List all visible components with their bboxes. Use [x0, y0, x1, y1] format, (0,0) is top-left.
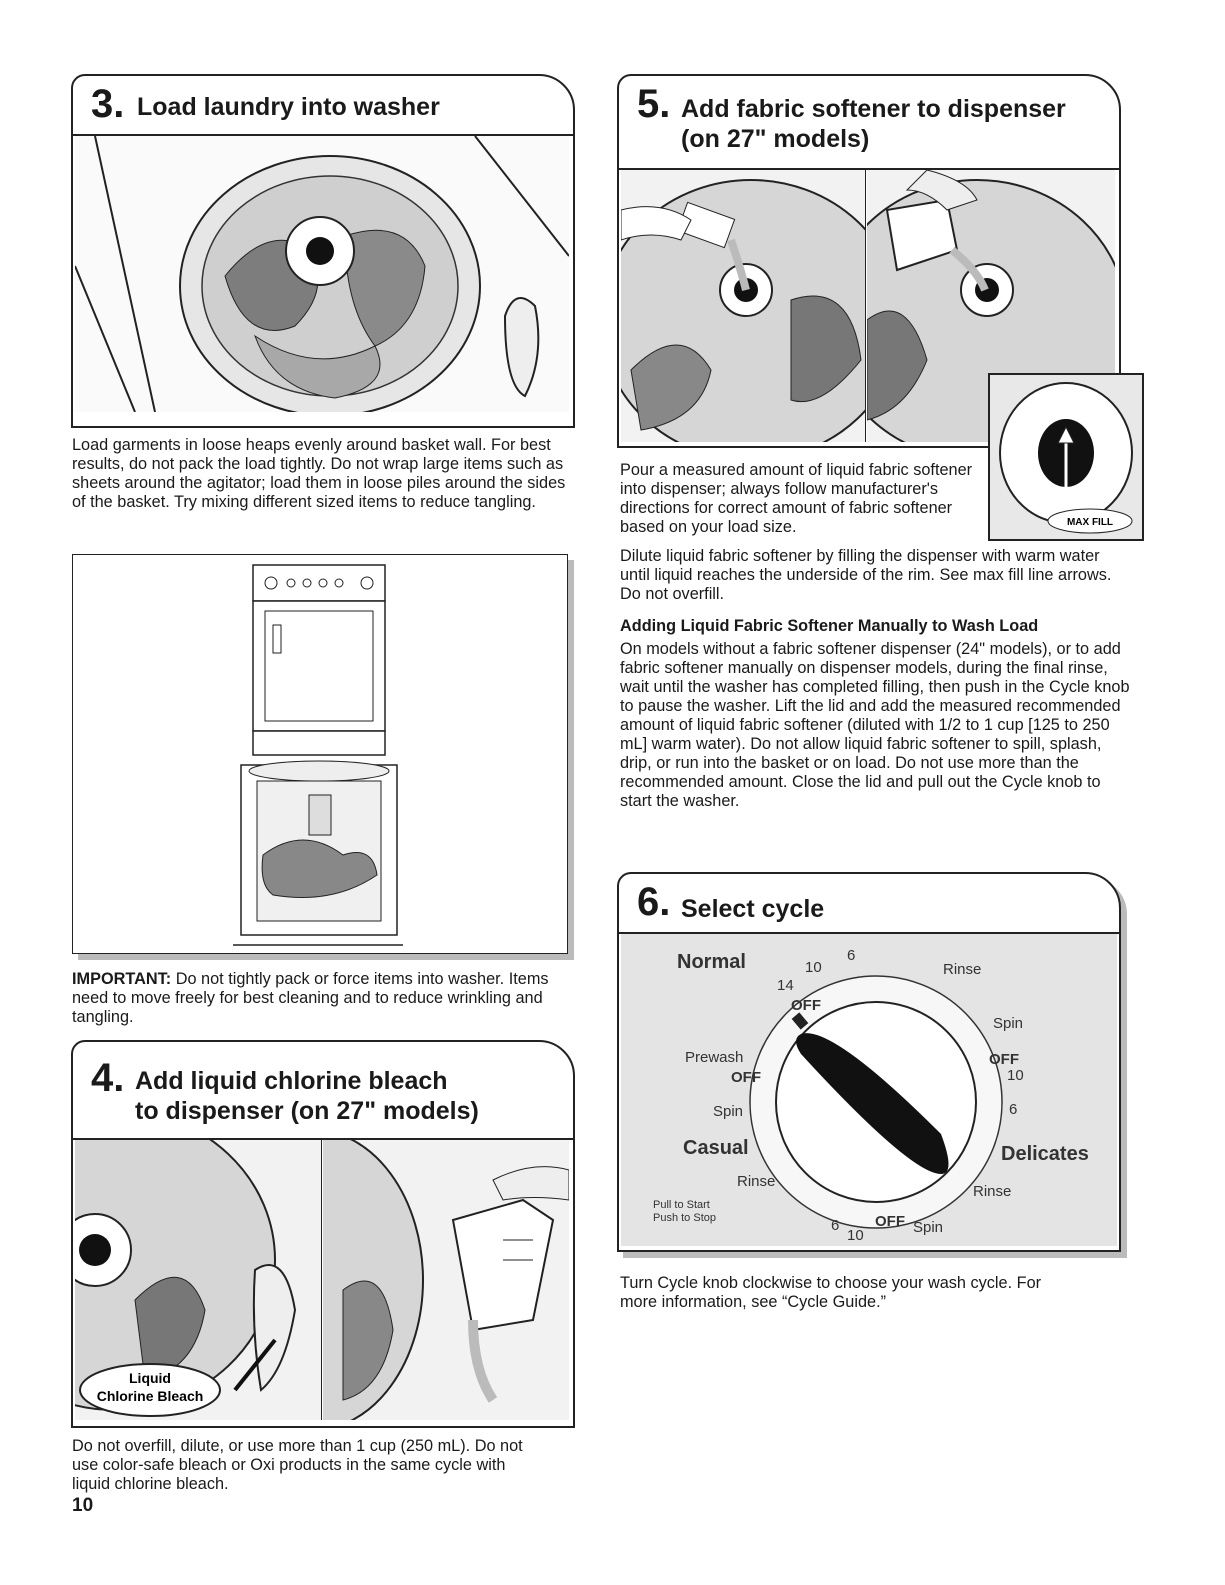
dial-spin-bottom: Spin	[913, 1219, 943, 1236]
dial-prewash: Prewash	[685, 1049, 743, 1066]
step3-card: 3. Load laundry into washer	[71, 74, 575, 428]
dial-n14: 14	[777, 977, 794, 994]
step5-manual-heading: Adding Liquid Fabric Softener Manually t…	[620, 617, 1039, 635]
step4-right-illustration	[323, 1140, 569, 1420]
dial-off-top: OFF	[791, 997, 821, 1014]
step5-number: 5.	[637, 82, 671, 126]
step3-header: 3. Load laundry into washer	[73, 76, 573, 136]
step3-number: 3.	[91, 82, 125, 126]
step6-title: Select cycle	[681, 895, 825, 923]
step4-number: 4.	[91, 1056, 125, 1100]
important-text: Do not tightly pack or force items into …	[72, 970, 549, 1026]
dial-spin-left: Spin	[713, 1103, 743, 1120]
dial-n6-top: 6	[847, 947, 855, 964]
dial-off-right: OFF	[989, 1051, 1019, 1068]
step4-body: Do not overfill, dilute, or use more tha…	[72, 1437, 523, 1493]
important-note: IMPORTANT: Do not tightly pack or force …	[72, 970, 572, 1027]
max-fill-label: MAX FILL	[1067, 517, 1113, 528]
dial-off-left: OFF	[731, 1069, 761, 1086]
step5-intro: Pour a measured amount of liquid fabric …	[620, 461, 973, 536]
step3-body: Load garments in loose heaps evenly arou…	[72, 436, 566, 511]
dial-n6-right: 6	[1009, 1101, 1017, 1118]
step5-title-line2: (on 27" models)	[681, 125, 870, 153]
step5-header: 5. Add fabric softener to dispenser (on …	[619, 76, 1119, 170]
dial-pull-to-start: Pull to Start	[653, 1199, 710, 1211]
step5-title-line1: Add fabric softener to dispenser	[681, 95, 1066, 123]
important-label: IMPORTANT:	[72, 970, 172, 988]
callout-line2: Chlorine Bleach	[97, 1388, 204, 1404]
dial-rinse-left: Rinse	[737, 1173, 775, 1190]
step4-title-line1: Add liquid chlorine bleach	[135, 1067, 448, 1095]
dial-normal: Normal	[677, 951, 746, 973]
page-number: 10	[72, 1495, 94, 1516]
step4-left-illustration: Liquid Chlorine Bleach	[75, 1140, 322, 1420]
dial-rinse-top: Rinse	[943, 961, 981, 978]
dial-n10-right: 10	[1007, 1067, 1024, 1084]
step4-header: 4. Add liquid chlorine bleach to dispens…	[73, 1042, 573, 1140]
dial-off-bottom: OFF	[875, 1213, 905, 1230]
step5-card: 5. Add fabric softener to dispenser (on …	[617, 74, 1121, 448]
step3-washer-illustration	[75, 136, 569, 412]
dial-n10-top: 10	[805, 959, 822, 976]
dial-spin-right: Spin	[993, 1015, 1023, 1032]
cycle-dial-illustration: Normal 10 6 14 OFF Rinse Spin OFF 10 6 D…	[621, 934, 1117, 1246]
step4-card: 4. Add liquid chlorine bleach to dispens…	[71, 1040, 575, 1428]
step6-header: 6. Select cycle	[619, 874, 1119, 934]
step6-body: Turn Cycle knob clockwise to choose your…	[620, 1274, 1042, 1311]
dial-n10-bottom: 10	[847, 1227, 864, 1244]
step3-title: Load laundry into washer	[137, 93, 440, 121]
callout-line1: Liquid	[129, 1370, 171, 1386]
step4-title-line2: to dispenser (on 27" models)	[135, 1097, 479, 1125]
step6-number: 6.	[637, 880, 671, 924]
step5-left-illustration	[621, 170, 866, 442]
dial-rinse-right: Rinse	[973, 1183, 1011, 1200]
step5-dilute: Dilute liquid fabric softener by filling…	[620, 547, 1112, 603]
dial-casual: Casual	[683, 1137, 749, 1159]
step5-manual-body: On models without a fabric softener disp…	[620, 640, 1130, 810]
dial-n6-bottom: 6	[831, 1217, 839, 1234]
step6-card: 6. Select cycle Normal 10 6 14 OFF Rinse…	[617, 872, 1121, 1252]
dial-push-to-stop: Push to Stop	[653, 1212, 716, 1224]
stacked-washer-dryer-illustration	[72, 554, 568, 954]
max-fill-inset: MAX FILL	[988, 373, 1144, 541]
dial-delicates: Delicates	[1001, 1143, 1089, 1165]
